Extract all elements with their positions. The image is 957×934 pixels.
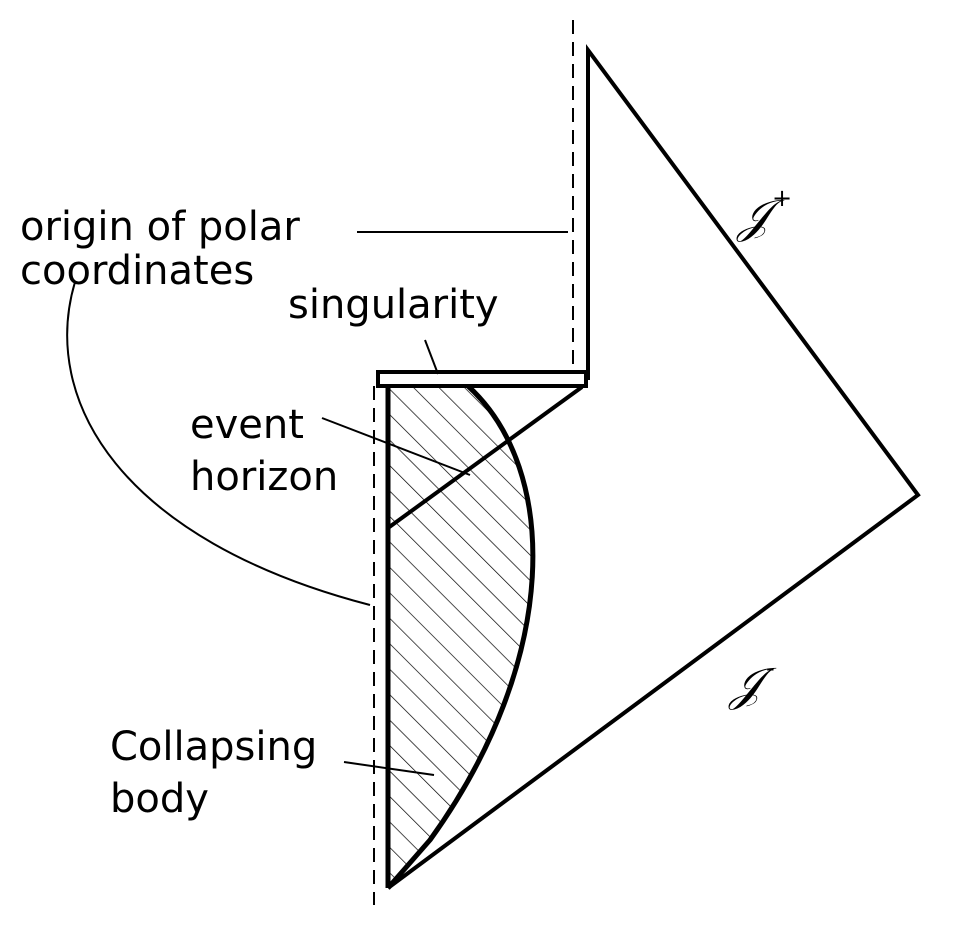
collapsing-body-leader-line xyxy=(343,761,435,776)
collapsing-body-region xyxy=(388,386,533,888)
scri-minus-sign: - xyxy=(766,654,775,682)
singularity-bar xyxy=(376,370,588,388)
origin-label-line2: coordinates xyxy=(20,248,254,294)
event-horizon-line xyxy=(386,385,584,530)
singularity-label: singularity xyxy=(288,282,499,328)
collapsing-body-label-line1: Collapsing xyxy=(110,724,317,770)
body-surface-curve xyxy=(386,384,536,890)
spacetime-boundary xyxy=(386,43,921,890)
event-horizon-label-line2: horizon xyxy=(190,454,338,500)
origin-label-line1: origin of polar xyxy=(20,204,300,250)
event-horizon-label-line1: event xyxy=(190,402,304,448)
event-horizon-leader-line xyxy=(321,417,471,476)
scri-plus-sign: + xyxy=(772,184,792,212)
singularity-leader-line xyxy=(424,339,439,375)
collapsing-body-label-line2: body xyxy=(110,776,209,822)
origin-leader-curve xyxy=(66,281,371,606)
